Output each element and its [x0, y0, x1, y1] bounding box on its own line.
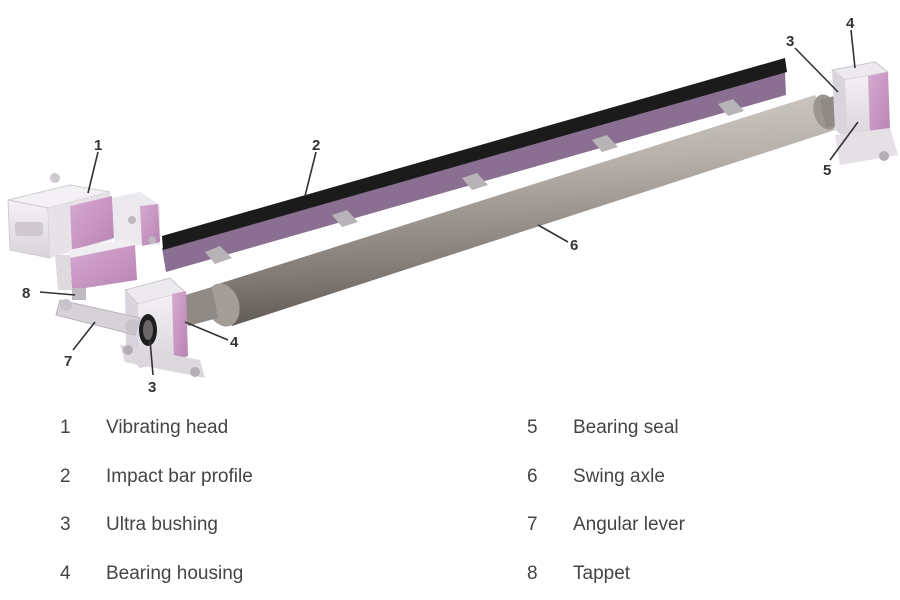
callout-4-right: 4 — [846, 15, 855, 32]
legend-label: Swing axle — [573, 466, 665, 487]
leader-4-left — [184, 321, 229, 341]
impact-bar-profile — [162, 58, 787, 272]
legend-label: Bearing housing — [106, 563, 244, 584]
legend-number: 8 — [527, 563, 538, 584]
leader-2 — [304, 151, 317, 197]
legend-label: Bearing seal — [573, 417, 679, 438]
callout-7: 7 — [64, 353, 72, 370]
legend-item-vibrating-head: 1 Vibrating head — [60, 413, 228, 443]
legend-number: 2 — [60, 466, 71, 487]
legend-label: Impact bar profile — [106, 466, 253, 487]
legend-label: Ultra bushing — [106, 514, 218, 535]
callout-4-left: 4 — [230, 334, 239, 351]
leader-3-right — [794, 47, 839, 93]
leader-4-right — [850, 29, 856, 69]
callout-5: 5 — [823, 162, 831, 179]
legend-number: 4 — [60, 563, 71, 584]
legend-label: Tappet — [573, 563, 631, 584]
parts-legend: 1 Vibrating head 2 Impact bar profile 3 … — [0, 405, 900, 600]
callout-1: 1 — [94, 137, 102, 154]
legend-number: 6 — [527, 466, 538, 487]
callout-2: 2 — [312, 137, 320, 154]
legend-number: 5 — [527, 417, 538, 438]
leader-7 — [72, 321, 96, 351]
callout-3-right: 3 — [786, 33, 794, 50]
legend-item-angular-lever: 7 Angular lever — [527, 510, 685, 540]
legend-number: 1 — [60, 417, 71, 438]
legend-item-impact-bar-profile: 2 Impact bar profile — [60, 462, 253, 492]
callout-leaders — [39, 29, 859, 376]
leader-8 — [39, 291, 76, 296]
swing-axle-diagram: 1 2 3 3 4 4 5 6 7 8 — [7, 15, 898, 396]
legend-item-bearing-seal: 5 Bearing seal — [527, 413, 679, 443]
legend-item-tappet: 8 Tappet — [527, 559, 630, 589]
leader-3-left — [149, 339, 154, 376]
leader-6 — [537, 224, 569, 243]
legend-label: Vibrating head — [106, 417, 229, 438]
callout-8: 8 — [22, 285, 30, 302]
vibrating-head-logo-plate — [15, 222, 43, 236]
legend-label: Angular lever — [573, 514, 685, 535]
legend-item-swing-axle: 6 Swing axle — [527, 462, 665, 492]
legend-number: 7 — [527, 514, 538, 535]
angular-lever — [55, 299, 141, 336]
tappet — [72, 288, 86, 300]
legend-item-bearing-housing: 4 Bearing housing — [60, 559, 243, 589]
vibrating-head — [7, 173, 160, 290]
legend-item-ultra-bushing: 3 Ultra bushing — [60, 510, 218, 540]
leader-5 — [829, 121, 859, 161]
legend-number: 3 — [60, 514, 71, 535]
leader-1 — [87, 151, 99, 194]
right-bearing-housing — [830, 61, 898, 165]
callout-3-left: 3 — [148, 379, 156, 396]
callout-6: 6 — [570, 237, 578, 254]
